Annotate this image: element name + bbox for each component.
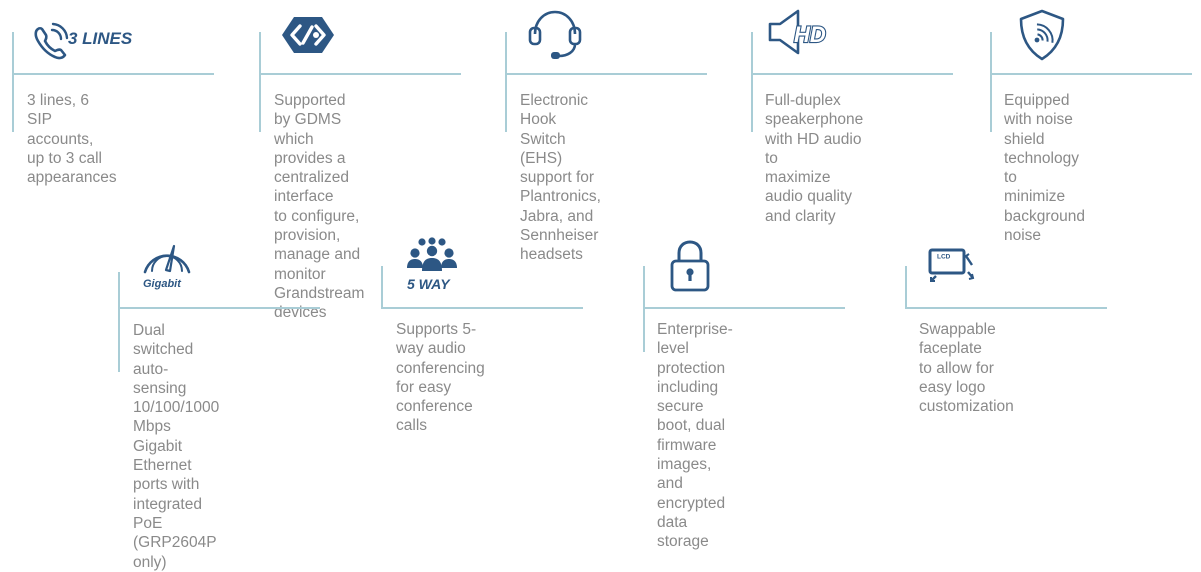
divider-vertical: [643, 266, 645, 352]
icon-label: 5 WAY: [407, 276, 451, 292]
feature-description: Swappable faceplate to allow for easy lo…: [919, 321, 1014, 416]
icon-label: HD: [794, 22, 826, 47]
feature-description: Supported by GDMS which provides a centr…: [274, 92, 365, 322]
divider-vertical: [12, 32, 14, 132]
feature-description: Enterprise-level protection including se…: [657, 321, 733, 551]
feature-description: Full-duplex speakerphone with HD audio t…: [765, 92, 864, 225]
phone-icon: 3 LINES: [32, 20, 133, 62]
divider-vertical: [751, 32, 753, 132]
divider-vertical: [381, 266, 383, 308]
feature-description: Dual switched auto- sensing 10/100/1000 …: [133, 322, 220, 571]
noise-shield-icon: [1017, 8, 1067, 62]
divider-horizontal: [990, 73, 1192, 75]
divider-horizontal: [505, 73, 707, 75]
hd-speaker-icon: HD: [767, 9, 839, 55]
gigabit-gauge-icon: Gigabit: [140, 239, 200, 291]
divider-horizontal: [12, 73, 214, 75]
headset-icon: [527, 6, 583, 62]
divider-vertical: [505, 32, 507, 132]
padlock-icon: [668, 238, 712, 294]
divider-vertical: [118, 272, 120, 372]
divider-horizontal: [259, 73, 461, 75]
divider-horizontal: [643, 307, 845, 309]
divider-horizontal: [905, 307, 1107, 309]
feature-description: Equipped with noise shield technology to…: [1004, 92, 1086, 245]
feature-description: Electronic Hook Switch (EHS) support for…: [520, 92, 601, 264]
divider-horizontal: [751, 73, 953, 75]
icon-label: LCD: [937, 254, 951, 261]
feature-description: Supports 5-way audio conferencing for ea…: [396, 321, 485, 435]
icon-label: 3 LINES: [68, 29, 133, 48]
divider-horizontal: [381, 307, 583, 309]
icon-label: Gigabit: [143, 278, 182, 290]
feature-description: 3 lines, 6 SIP accounts, up to 3 call ap…: [27, 92, 117, 187]
divider-vertical: [905, 266, 907, 308]
divider-vertical: [990, 32, 992, 132]
conference-people-icon: 5 WAY: [404, 237, 460, 293]
lcd-faceplate-icon: LCD: [926, 248, 978, 288]
divider-vertical: [259, 32, 261, 132]
gdms-cloud-icon: [280, 15, 336, 55]
divider-horizontal: [118, 307, 320, 309]
